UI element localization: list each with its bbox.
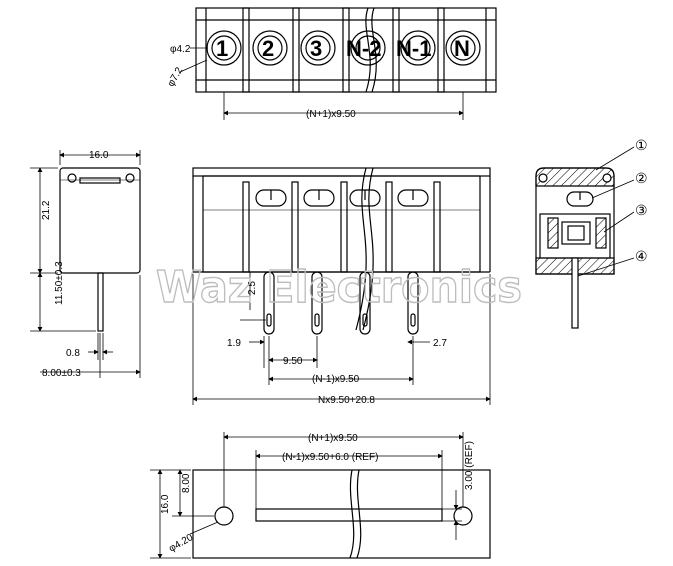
terminal-label-n-2: N-2 [346,36,381,61]
front-pins [263,271,419,335]
front-view-barriers [242,181,441,273]
side-dim-height: 21.2 [41,200,52,220]
front-dim-pin-width: 2.7 [433,338,447,349]
front-dim-total-length: Nx9.50+20.8 [318,395,375,406]
callout-4: ④ [635,248,648,264]
side-dim-pin-thickness: 0.8 [66,348,80,359]
dim-head: φ7.2 [166,65,186,89]
terminal-label-n: N [454,36,470,61]
side-dim-pin-length: 11.50±0.3 [54,261,65,305]
front-dim-edge: 1.9 [227,338,241,349]
fp-dim-hole-spacing: (N+1)x9.50 [308,433,358,444]
fp-dim-hole: φ4.20 [167,532,195,555]
fp-dim-slot-width: 3.00 (REF) [464,441,475,490]
footprint-view [150,432,491,559]
front-dim-pin-drop: 2.5 [247,281,258,295]
side-view [30,150,141,378]
terminal-label-3: 3 [310,36,322,61]
terminal-label-2: 2 [262,36,274,61]
top-view [179,7,497,120]
side-dim-width: 16.0 [89,150,109,161]
section-view [535,146,635,329]
front-view [192,167,491,405]
front-dim-pin-span: (N-1)x9.50 [312,374,360,385]
terminal-label-1: 1 [216,36,228,61]
fp-dim-width: 16.0 [160,494,171,514]
callout-1: ① [635,137,648,153]
dim-hole: φ4.2 [170,44,191,55]
side-dim-pin-offset: 8.00±0.3 [42,368,81,379]
front-screw-heads [255,189,429,207]
screw-heads [206,30,481,66]
dim-pitch-total: (N+1)x9.50 [306,109,356,120]
terminal-label-n-1: N-1 [396,36,431,61]
fp-dim-center: 8.00 [181,473,192,493]
watermark-text: Waz Electronics [156,262,522,313]
callout-2: ② [635,170,648,186]
front-dim-pin-spacing: 9.50 [283,356,303,367]
fp-dim-slot-length: (N-1)x9.50+6.0 (REF) [282,452,378,463]
top-view-barriers [242,7,445,93]
callout-3: ③ [635,202,648,218]
